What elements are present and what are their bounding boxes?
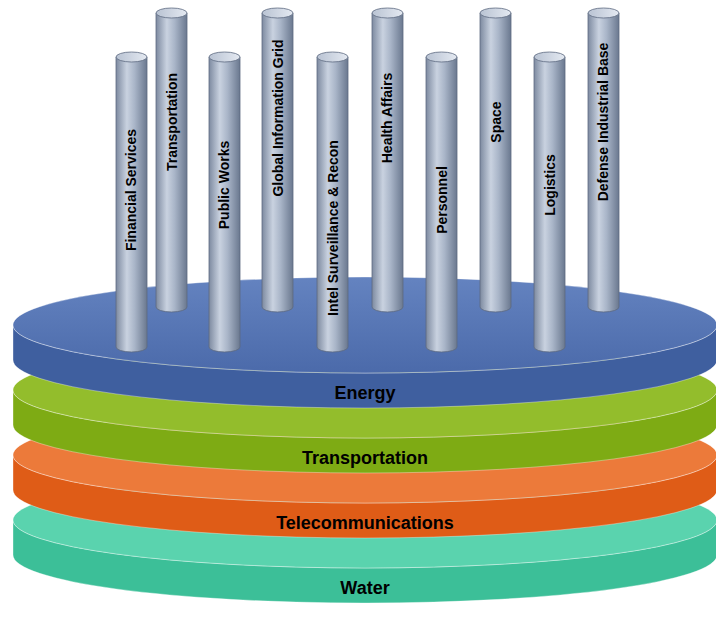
cylinder-top <box>262 8 293 18</box>
pillar-label: Health Affairs <box>380 73 396 164</box>
cylinder-top <box>372 8 403 18</box>
cylinder-top <box>209 52 240 62</box>
disk-top <box>13 342 716 438</box>
disk-top <box>13 407 716 503</box>
cylinder-body <box>116 57 147 352</box>
pillar-cylinder: Logistics <box>534 52 565 352</box>
pillar-cylinder: Intel Surveillance & Recon <box>317 52 348 352</box>
pillar-label: Space <box>488 101 504 142</box>
cylinder-top <box>317 52 348 62</box>
cylinder-body <box>156 13 187 312</box>
pillar-cylinder: Defense Industrial Base <box>588 8 619 312</box>
pillar-cylinder: Global Information Grid <box>262 8 293 312</box>
pillar-label: Logistics <box>542 154 558 215</box>
pillar-label: Transportation <box>164 73 180 171</box>
pillar-label: Global Information Grid <box>270 39 286 196</box>
disk-top <box>13 277 716 373</box>
cylinder-top <box>534 52 565 62</box>
cylinder-top <box>156 8 187 18</box>
band-label: Water <box>340 578 389 599</box>
band-label: Telecommunications <box>276 513 454 534</box>
cylinder-body <box>534 57 565 352</box>
pillar-cylinder: Financial Services <box>116 52 147 352</box>
cylinder-top <box>426 52 457 62</box>
cylinder-body <box>426 57 457 352</box>
pillar-cylinder: Public Works <box>209 52 240 352</box>
pillar-cylinder: Personnel <box>426 52 457 352</box>
cylinder-top <box>588 8 619 18</box>
pillar-label: Intel Surveillance & Recon <box>325 140 341 316</box>
pillar-cylinder: Health Affairs <box>372 8 403 312</box>
band-label: Transportation <box>302 448 428 469</box>
cylinder-top <box>480 8 511 18</box>
cylinder-top <box>116 52 147 62</box>
pillar-cylinder: Space <box>480 8 511 312</box>
cylinder-body <box>372 13 403 312</box>
pillar-label: Defense Industrial Base <box>596 43 612 202</box>
band-label: Energy <box>334 383 395 404</box>
pillar-label: Public Works <box>217 141 233 229</box>
pillar-cylinder: Transportation <box>156 8 187 312</box>
pillar-label: Financial Services <box>124 129 140 251</box>
cylinder-body <box>480 13 511 312</box>
cylinder-body <box>588 13 619 312</box>
disk-top <box>13 472 716 568</box>
pillar-label: Personnel <box>434 166 450 234</box>
cylinder-shape <box>480 8 511 312</box>
cylinder-body <box>317 57 348 352</box>
cylinder-body <box>209 57 240 352</box>
cylinder-body <box>262 13 293 312</box>
